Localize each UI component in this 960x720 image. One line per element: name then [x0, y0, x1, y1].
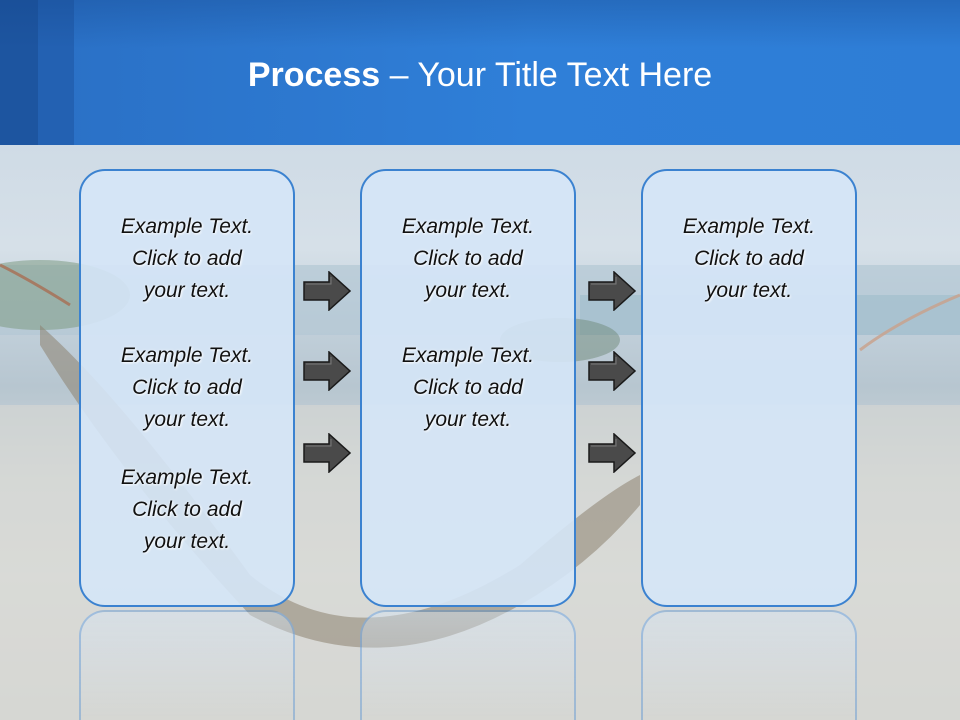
right-arrow-icon[interactable]	[588, 351, 636, 391]
process-step-box-1[interactable]	[79, 169, 295, 607]
right-arrow-icon[interactable]	[588, 433, 636, 473]
box-reflection	[79, 610, 295, 720]
box-reflection	[641, 610, 857, 720]
right-arrow-icon[interactable]	[303, 433, 351, 473]
title-rest: – Your Title Text Here	[380, 56, 713, 94]
right-arrow-icon[interactable]	[303, 271, 351, 311]
header-accent-strip	[0, 0, 38, 145]
step1-text-3[interactable]: Example Text. Click to add your text.	[120, 466, 254, 553]
step1-text-1[interactable]: Example Text. Click to add your text.	[120, 215, 254, 302]
right-arrow-icon[interactable]	[588, 271, 636, 311]
process-step-box-3[interactable]	[641, 169, 857, 607]
step1-text-2[interactable]: Example Text. Click to add your text.	[120, 344, 254, 431]
header-accent-strip	[38, 0, 74, 145]
step2-text-2[interactable]: Example Text. Click to add your text.	[401, 344, 535, 431]
title-bold: Process	[247, 56, 381, 94]
slide-title[interactable]: Process – Your Title Text Here	[0, 52, 960, 98]
header-shade	[0, 0, 960, 48]
title-bar: Process – Your Title Text Here	[0, 0, 960, 145]
step2-text-1[interactable]: Example Text. Click to add your text.	[401, 215, 535, 302]
box-reflection	[360, 610, 576, 720]
process-step-box-2[interactable]	[360, 169, 576, 607]
step3-text-1[interactable]: Example Text. Click to add your text.	[682, 215, 816, 302]
right-arrow-icon[interactable]	[303, 351, 351, 391]
